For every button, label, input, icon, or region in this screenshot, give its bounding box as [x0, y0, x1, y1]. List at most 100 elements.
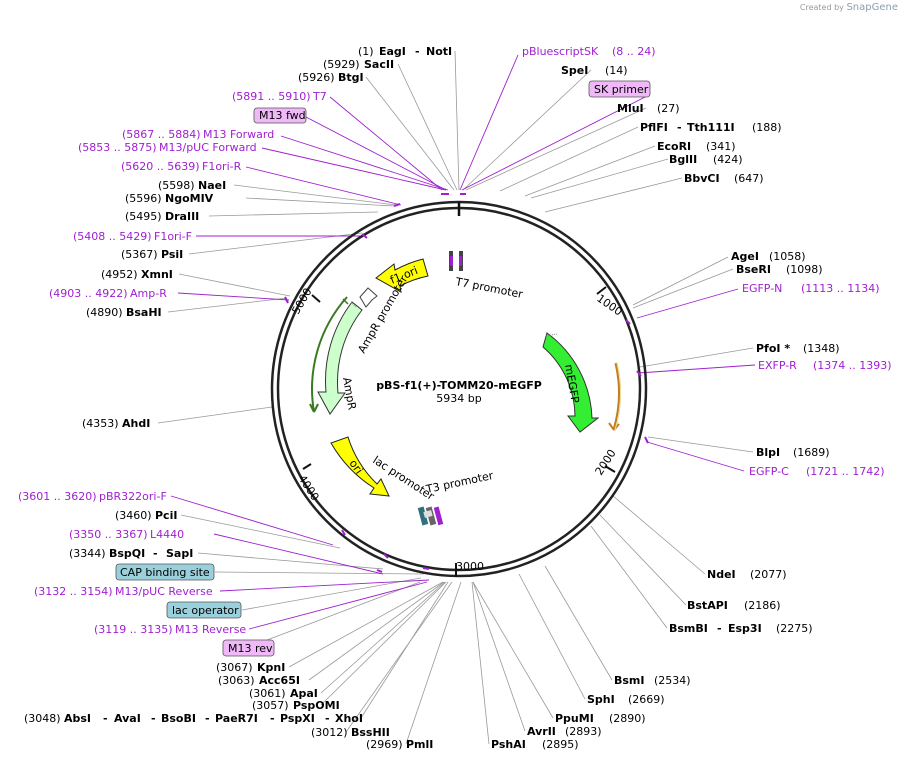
feature-egfp-orf-arrow — [608, 362, 621, 431]
m13-forward-name: M13 Forward — [203, 128, 274, 141]
absi-position: (3048) — [24, 712, 61, 725]
label-pbluescriptsk: pBluescriptSK (8 .. 24) — [522, 45, 656, 58]
bsmbi-dash: - — [717, 622, 722, 635]
amp-r-name: Amp-R — [130, 287, 167, 300]
label-bspqi-sapi: (3344) BspQI - SapI — [69, 547, 193, 560]
kpni-position: (3067) — [216, 661, 253, 674]
paer7i-name: PaeR7I — [215, 712, 258, 725]
tick-2000 — [604, 465, 616, 473]
t3-promoter-label: T3 promoter — [424, 469, 495, 496]
ndei-position: (2077) — [750, 568, 787, 581]
apai-position: (3061) — [249, 687, 286, 700]
pbr322ori-f-name: pBR322ori-F — [99, 490, 167, 503]
bspqi-dash: - — [153, 547, 158, 560]
eagi-dash: - — [415, 45, 420, 58]
label-pshai: PshAI (2895) — [491, 738, 579, 751]
t7-promoter-label: T7 promoter — [453, 275, 524, 301]
bsshii-name: BssHII — [351, 726, 390, 739]
label-bsshii: (3012) BssHII — [311, 726, 390, 739]
sphi-name: SphI — [587, 693, 615, 706]
label-cap-binding-site-box: CAP binding site — [115, 563, 215, 581]
label-draiii: (5495) DraIII — [125, 210, 199, 223]
bbvci-name: BbvCI — [684, 172, 720, 185]
spei-name: SpeI — [561, 64, 588, 77]
label-avrii: AvrII (2893) — [527, 725, 602, 738]
avai-name: AvaI — [114, 712, 141, 725]
label-ngomiv: (5596) NgoMIV — [125, 192, 214, 205]
blpi-name: BlpI — [756, 446, 780, 459]
feature-ampr-promoter: AmpR promoter — [355, 273, 410, 356]
apai-name: ApaI — [290, 687, 318, 700]
label-m13-fwd-box: M13 fwd — [253, 107, 307, 124]
bsahi-position: (4890) — [86, 306, 123, 319]
cap-binding-site-text: CAP binding site — [120, 566, 210, 579]
l4440-position: (3350 .. 3367) — [69, 528, 148, 541]
label-acc65i: (3063) Acc65I — [218, 674, 300, 687]
pcii-position: (3460) — [115, 509, 152, 522]
label-pmli: (2969) PmlI — [366, 738, 433, 751]
bseri-name: BseRI — [736, 263, 771, 276]
label-m13-puc-forward: (5853 .. 5875) M13/pUC Forward — [78, 141, 257, 154]
ppumi-name: PpuMI — [555, 712, 594, 725]
absi-name: AbsI — [64, 712, 91, 725]
esp3i-name: Esp3I — [728, 622, 762, 635]
feature-f1-ori: f1 ori — [375, 258, 429, 293]
bspqi-position: (3344) — [69, 547, 106, 560]
pspomi-name: PspOMI — [293, 699, 340, 712]
created-by-text: Created by — [799, 3, 844, 12]
label-m13-forward: (5867 .. 5884) M13 Forward — [122, 128, 274, 141]
primer-leader-lines — [170, 54, 756, 630]
f1ori-r-position: (5620 .. 5639) — [121, 160, 200, 173]
label-ndei: NdeI (2077) — [707, 568, 787, 581]
label-bsmi: BsmI (2534) — [614, 674, 691, 687]
ppumi-position: (2890) — [609, 712, 646, 725]
pflfi-dash: - — [677, 121, 682, 134]
snapgene-brand: Created by SnapGene — [800, 2, 898, 13]
agei-position: (1058) — [769, 250, 806, 263]
label-f1ori-f: (5408 .. 5429) F1ori-F — [73, 230, 192, 243]
bsmi-position: (2534) — [654, 674, 691, 687]
label-m13-rev-box: M13 rev — [222, 639, 275, 657]
m13-reverse-name: M13 Reverse — [175, 623, 246, 636]
bbvci-position: (647) — [734, 172, 764, 185]
label-lac-operator-box: lac operator — [166, 601, 242, 619]
bglii-position: (424) — [713, 153, 743, 166]
pbluescriptsk-position: (8 .. 24) — [612, 45, 656, 58]
label-absi-xhoi-group: (3048) AbsI - AvaI - BsoBI - PaeR7I - Ps… — [24, 712, 363, 725]
label-xmni: (4952) XmnI — [101, 268, 173, 281]
bsahi-name: BsaHI — [126, 306, 162, 319]
pshai-position: (2895) — [542, 738, 579, 751]
pfoi-name: PfoI * — [756, 342, 790, 355]
egfp-n-position: (1113 .. 1134) — [801, 282, 880, 295]
label-kpni: (3067) KpnI — [216, 661, 285, 674]
label-naei: (5598) NaeI — [158, 179, 226, 192]
t7-primer-name: T7 — [312, 90, 327, 103]
bstapi-name: BstAPI — [687, 599, 728, 612]
acc65i-position: (3063) — [218, 674, 255, 687]
ngomiv-position: (5596) — [125, 192, 162, 205]
xhoi-name: XhoI — [335, 712, 363, 725]
exfp-r-position: (1374 .. 1393) — [813, 359, 892, 372]
pcii-name: PciI — [155, 509, 177, 522]
bsmbi-position: (2275) — [776, 622, 813, 635]
tick-1000 — [596, 286, 607, 295]
label-bstapi: BstAPI (2186) — [687, 599, 781, 612]
pflfi-position: (188) — [752, 121, 782, 134]
label-egfp-n: EGFP-N (1113 .. 1134) — [742, 282, 880, 295]
label-psii: (5367) PsiI — [121, 248, 183, 261]
xmni-position: (4952) — [101, 268, 138, 281]
feature-ampr: AmpR — [309, 296, 363, 415]
plasmid-length: 5934 bp — [436, 392, 481, 405]
draiii-name: DraIII — [165, 210, 199, 223]
backbone-circle — [270, 200, 648, 578]
dash-5: - — [325, 712, 330, 725]
pbluescriptsk-name: pBluescriptSK — [522, 45, 599, 58]
plasmid-name: pBS-f1(+)-TOMM20-mEGFP — [376, 379, 542, 392]
psii-position: (5367) — [121, 248, 158, 261]
mlui-position: (27) — [657, 102, 680, 115]
m13-reverse-position: (3119 .. 3135) — [94, 623, 173, 636]
feature-t7-promoter: T7 promoter — [449, 251, 524, 301]
mlui-name: MluI — [617, 102, 644, 115]
avrii-position: (2893) — [565, 725, 602, 738]
primer-marks — [284, 193, 649, 573]
